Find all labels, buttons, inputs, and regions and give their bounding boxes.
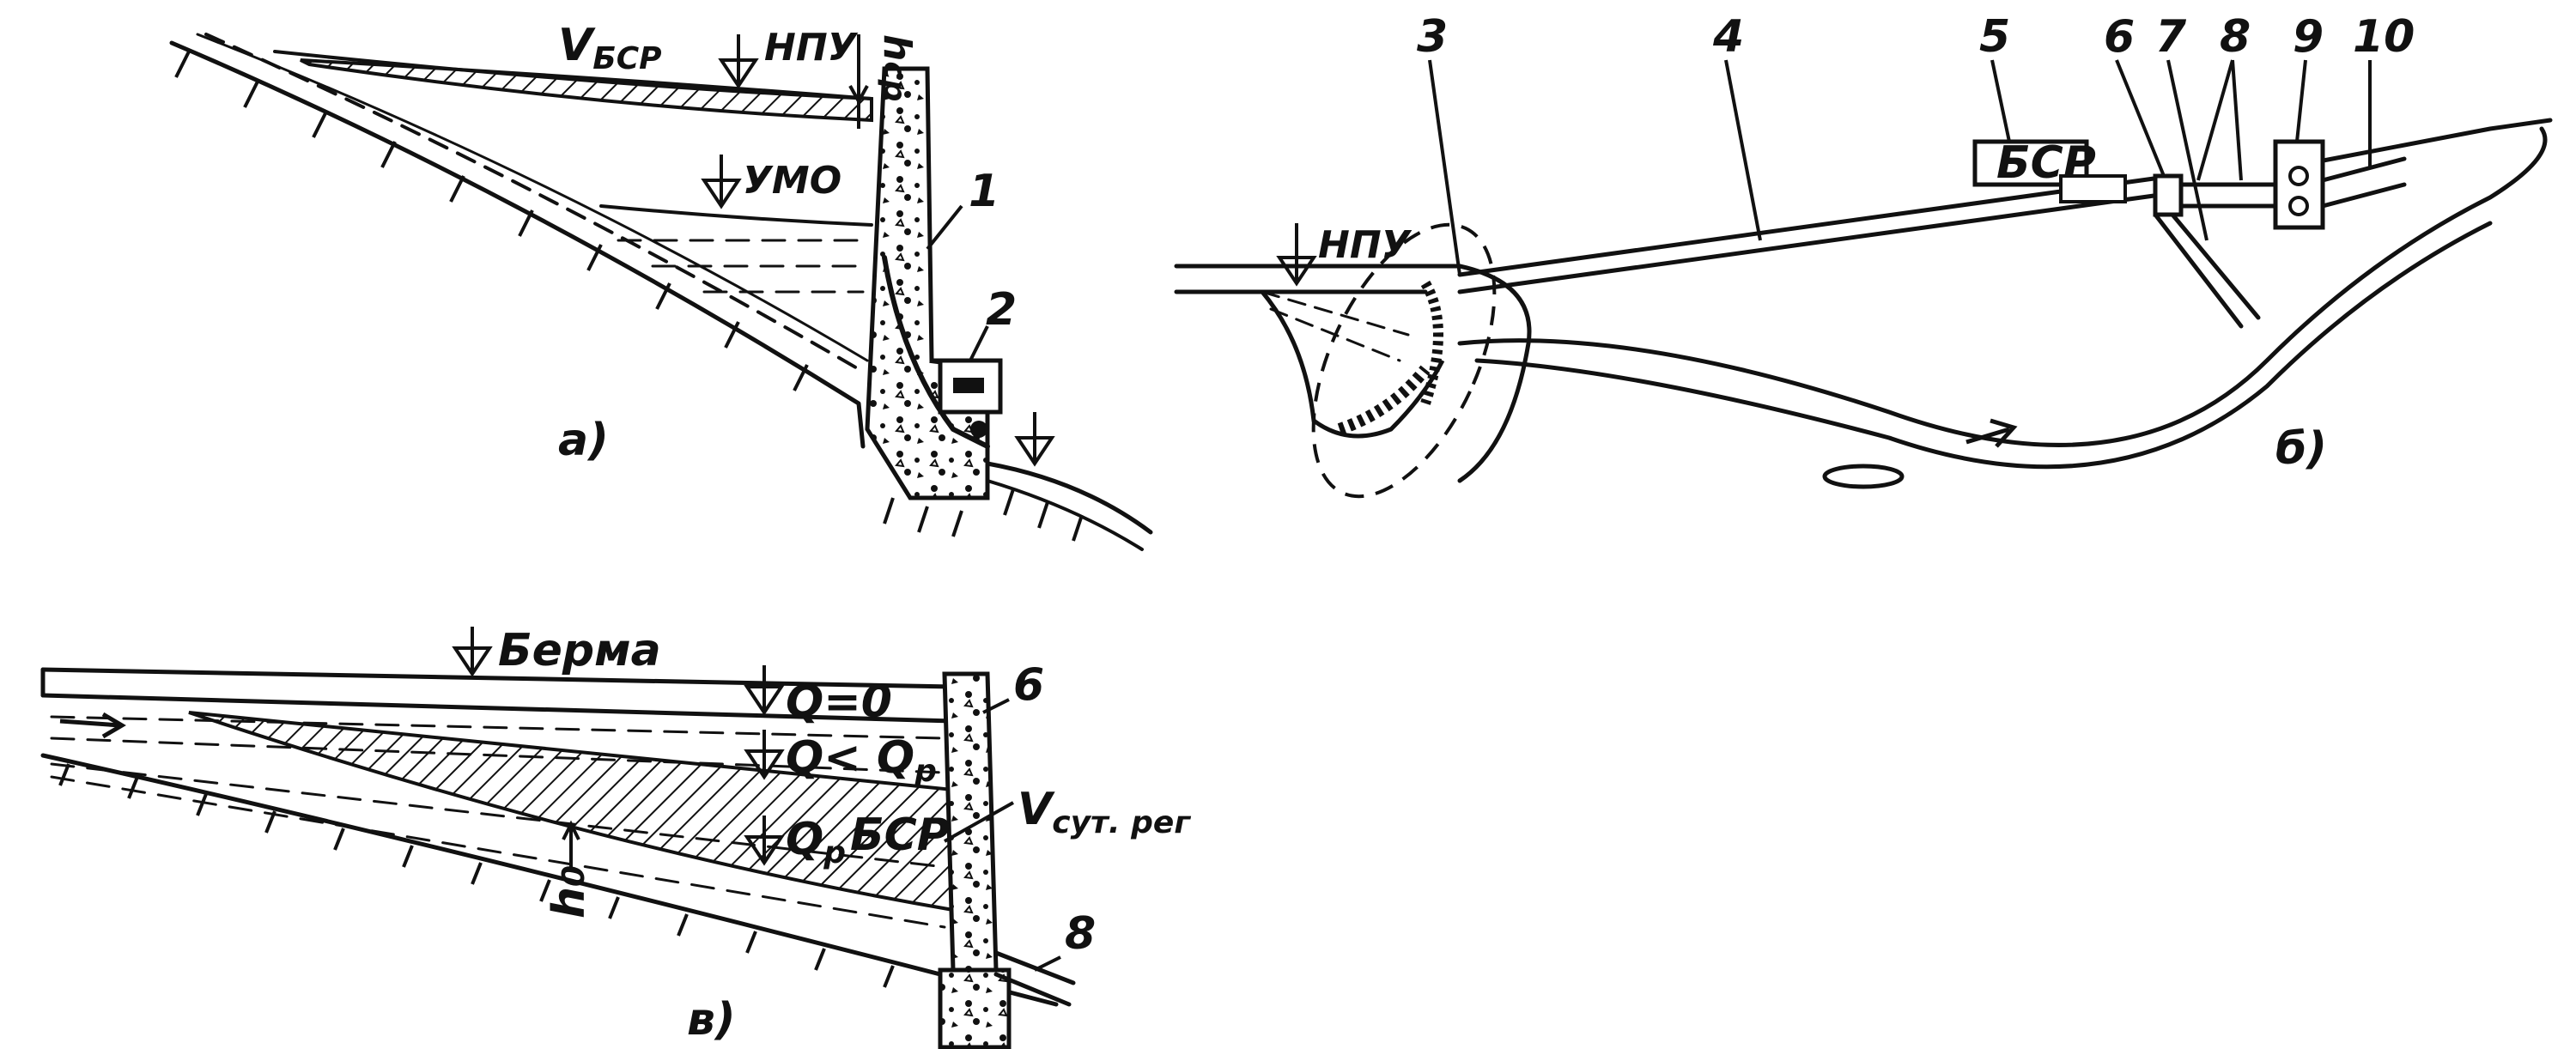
number-8-b: 8 (2220, 11, 2251, 63)
caption-c: в) (687, 994, 736, 1046)
number-10: 10 (2353, 11, 2415, 63)
bsr-box-label: БСР (1996, 137, 2096, 189)
number-6-c: 6 (1013, 659, 1044, 711)
npu-label-a: НПУ (764, 26, 859, 70)
caption-a: а) (558, 415, 609, 466)
q-less-label: Q< Qр (786, 732, 937, 789)
number-3: 3 (1417, 11, 1448, 63)
h0-label: h0 (544, 865, 595, 919)
number-2: 2 (986, 284, 1017, 336)
v-bsr-label: VБСР (558, 20, 662, 76)
number-1: 1 (969, 166, 999, 217)
bsr-label-c: БСР (850, 809, 950, 861)
berma-label: Берма (498, 625, 661, 676)
reservoir-b (1261, 290, 1445, 439)
q-zero-label: Q=0 (786, 676, 892, 728)
npu-label-b: НПУ (1318, 223, 1413, 267)
v-sut-reg-label: Vсут. рег (1018, 784, 1191, 840)
number-8-c: 8 (1065, 908, 1096, 960)
panel-b: НПУ БСР 3 4 5 6 7 8 9 10 б) (1174, 11, 2553, 499)
ground-hatch-a (174, 51, 809, 391)
number-7: 7 (2155, 11, 2187, 63)
number-4: 4 (1712, 11, 1744, 63)
umo-label-a: УМО (743, 159, 841, 203)
basin-wall-c (942, 671, 999, 973)
caption-b: б) (2275, 423, 2327, 475)
intake-zone-b (1311, 222, 1497, 499)
dam-a (865, 66, 990, 500)
number-5: 5 (1979, 11, 2010, 63)
h-sr-label: hср (875, 34, 919, 101)
number-9: 9 (2293, 11, 2324, 63)
panel-a: VБСР НПУ УМО hср 1 2 а) (169, 20, 1153, 551)
panel-c: Берма Q=0 Q< Qр Qр БСР Vсут. рег h0 6 8 … (40, 625, 1191, 1049)
q-p-label: Qр (786, 814, 846, 870)
number-6: 6 (2104, 11, 2135, 63)
